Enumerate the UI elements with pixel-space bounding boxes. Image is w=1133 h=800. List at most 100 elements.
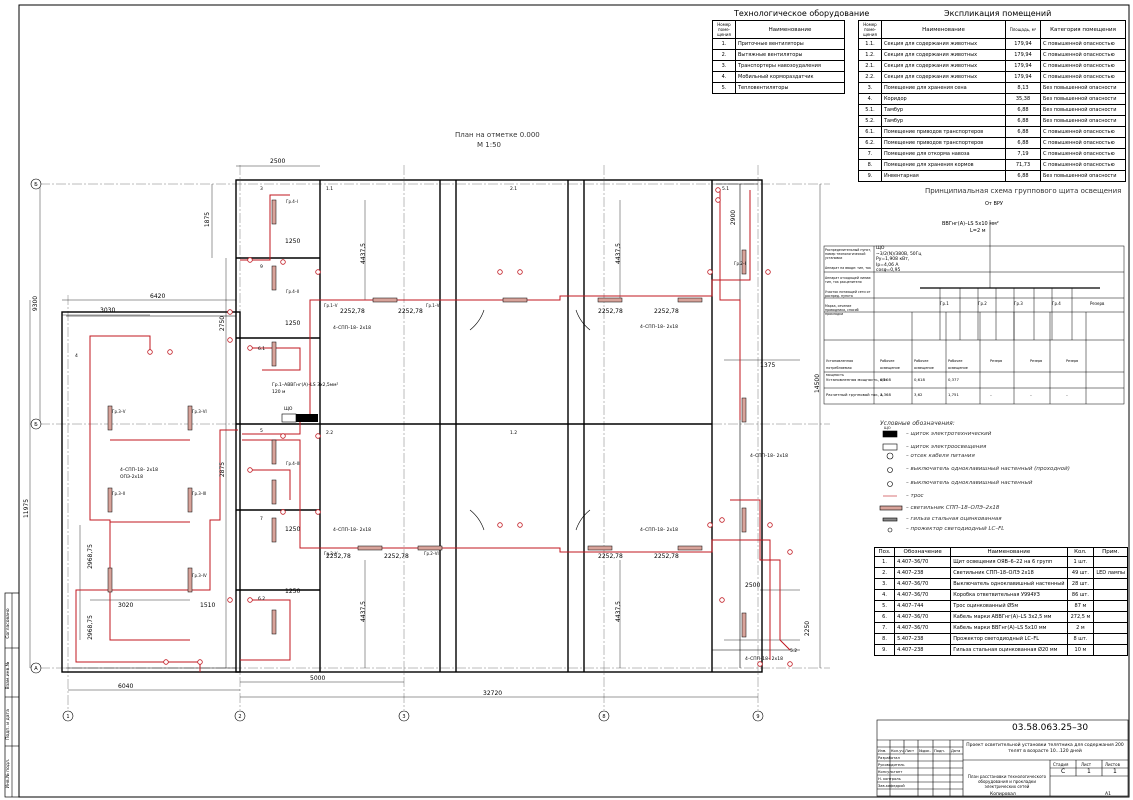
schematic-row-header: Аппарат отходящей линии: тип, ток расцеп… — [825, 276, 872, 284]
shield-label: ЩО — [284, 407, 293, 412]
rooms-header-num: Номер поме-щения — [858, 20, 882, 39]
door — [575, 309, 591, 331]
switch-junction — [715, 187, 721, 193]
spec-note — [1093, 600, 1128, 612]
dim-label: 2252,78 — [326, 553, 351, 560]
title-block-col-header: Дата — [951, 749, 961, 753]
room-category: С повышенной опасностью — [1040, 60, 1126, 72]
switch-junction — [497, 522, 503, 528]
switch-junction — [227, 337, 233, 343]
axis-bubble-row — [30, 178, 42, 190]
room-number-label: 9 — [260, 265, 263, 270]
dim-label: 2250 — [804, 620, 812, 637]
spec-code: 5.407–238 — [894, 633, 952, 645]
spec-qty: 28 шт. — [1066, 578, 1095, 590]
spec-code: 4.407–36/70 — [894, 611, 952, 623]
equipment-table: Номер поме-щения Наименование 1.Приточны… — [712, 20, 845, 94]
shield-spec-line: cosφ=0,95 — [876, 268, 901, 273]
table-row: 1.Приточные вентиляторы — [712, 38, 845, 50]
shield-spec-line: ЩО — [876, 246, 885, 251]
room-num: 2.2. — [858, 71, 882, 83]
group-label: Гр.2–I — [734, 261, 746, 266]
switch-junction — [719, 597, 725, 603]
ceiling-light-fixture — [271, 609, 277, 635]
spec-code: 4.407–744 — [894, 600, 952, 612]
group-label: Гр.4–III — [286, 461, 301, 466]
axis-label: 2 — [238, 714, 241, 720]
spec-qty: 49 шт. — [1066, 567, 1095, 579]
eq-num: 3. — [712, 60, 736, 72]
legend-item: – трос — [906, 493, 924, 499]
switch-junction — [719, 517, 725, 523]
ceiling-light-fixture — [741, 507, 747, 533]
wire-group-4d — [240, 599, 291, 661]
spec-code: 4.407–36/70 — [894, 622, 952, 634]
rooms-header-category: Категория помещения — [1040, 20, 1126, 39]
schematic-value: – — [1066, 392, 1068, 397]
schematic-from: От ВРУ — [985, 201, 1003, 207]
title-block-role: Н. контроль — [878, 777, 901, 781]
title-block-col-header: №док. — [919, 749, 931, 753]
plan-scale: М 1:50 — [477, 141, 501, 149]
room-area: 179,94 — [1005, 38, 1041, 50]
legend-lamp-symbol — [879, 505, 903, 511]
switch-junction — [280, 509, 286, 515]
eq-num: 2. — [712, 49, 736, 61]
dim-label: 2968,75 — [86, 544, 94, 569]
legend-title: Условные обозначения: — [880, 420, 955, 427]
dim-label: 4437,5 — [360, 601, 367, 622]
group-label: Гр.2–VI — [424, 551, 439, 556]
title-block-role: Зав.кафедрой — [878, 784, 905, 788]
side-stamp-label: Взам.инв.№ — [6, 661, 11, 690]
room-area: 6,88 — [1005, 104, 1041, 116]
room-name: Тамбур — [881, 104, 1006, 116]
spec-code: 4.407–36/70 — [894, 578, 952, 590]
schematic-group: Гр.3 — [1014, 301, 1023, 306]
switch-junction — [767, 522, 773, 528]
copied-label: Копировал — [990, 792, 1016, 797]
dim-label: 2500 — [270, 158, 286, 165]
wire-group-3b — [89, 335, 190, 641]
room-number-label: 5 — [260, 429, 263, 434]
room-area: 71,73 — [1005, 159, 1041, 171]
schematic-column-header: Резерв — [1066, 359, 1079, 363]
lighting-shield — [296, 414, 318, 422]
switch-junction — [147, 349, 153, 355]
schematic-table — [823, 245, 1125, 405]
room-name: Секция для содержания животных — [881, 38, 1006, 50]
spec-note: LED лампы — [1093, 567, 1128, 579]
spec-name: Светильник СПП–18–ОЛЭ 2х18 — [950, 567, 1068, 579]
room-category: С повышенной опасностью — [1040, 38, 1126, 50]
spec-note — [1093, 644, 1128, 656]
room-num: 6.1. — [858, 126, 882, 138]
lamp-callout: 4–СПП–18– 2х18 — [120, 468, 158, 473]
switch-junction — [167, 349, 173, 355]
axis-bubble-col — [234, 710, 246, 722]
room-num: 7. — [858, 148, 882, 160]
schematic-row-header: Распределительный пункт, номер технологи… — [825, 248, 872, 260]
dim-label: 6040 — [118, 683, 134, 690]
title-block-role: Консультант — [878, 770, 903, 774]
stage-value: С — [1061, 768, 1066, 775]
spec-pos: 1. — [873, 556, 896, 568]
wiring — [75, 190, 791, 672]
dim-label: 2252,78 — [654, 553, 679, 560]
sheet-value: 1 — [1087, 768, 1091, 775]
schematic-column-header: Рабочее освещение — [948, 359, 968, 370]
room-name: Секция для содержания животных — [881, 60, 1006, 72]
dim-label: 1250 — [285, 526, 301, 533]
legend-item: – прожектор светодиодный LC–FL — [906, 526, 1005, 532]
spec-code: 4.407–238 — [894, 644, 952, 656]
spec-code: 4.407–36/70 — [894, 556, 952, 568]
title-block-col-header: Лист — [905, 749, 915, 753]
spec-pos: 6. — [873, 611, 896, 623]
schematic-row-header: Участок питающей сети от распред. пункта — [825, 290, 871, 298]
spec-name: Щит освещения ОЯВ–6–22 на 6 групп — [950, 556, 1068, 568]
room-name: Помещение приводов транспортеров — [881, 137, 1006, 149]
switch-junction — [280, 259, 286, 265]
schematic-group: Гр.4 — [1052, 301, 1061, 306]
